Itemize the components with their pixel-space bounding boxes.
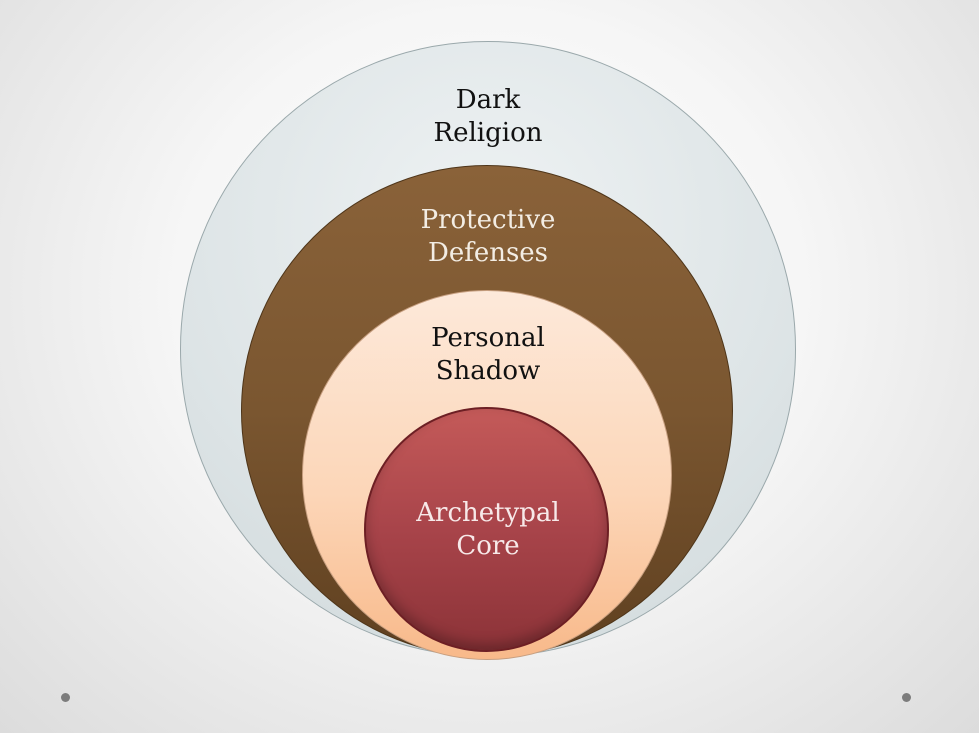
protective-defenses-label: Protective Defenses [388, 204, 588, 270]
personal-shadow-label: Personal Shadow [388, 322, 588, 388]
protective-defenses-label-line1: Protective [420, 205, 556, 235]
protective-defenses-label-line2: Defenses [427, 238, 549, 268]
personal-shadow-label-line2: Shadow [435, 356, 541, 386]
dark-religion-label-line2: Religion [433, 118, 543, 148]
archetypal-core-label-line2: Core [456, 531, 520, 561]
personal-shadow-label-line1: Personal [431, 323, 545, 353]
dark-religion-label-line1: Dark [455, 85, 521, 115]
slide-dot-right [902, 693, 911, 702]
dark-religion-label: Dark Religion [388, 84, 588, 150]
archetypal-core-label: Archetypal Core [388, 497, 588, 563]
archetypal-core-label-line1: Archetypal [416, 498, 560, 528]
slide-dot-left [61, 693, 70, 702]
archetypal-core-circle [364, 407, 609, 652]
